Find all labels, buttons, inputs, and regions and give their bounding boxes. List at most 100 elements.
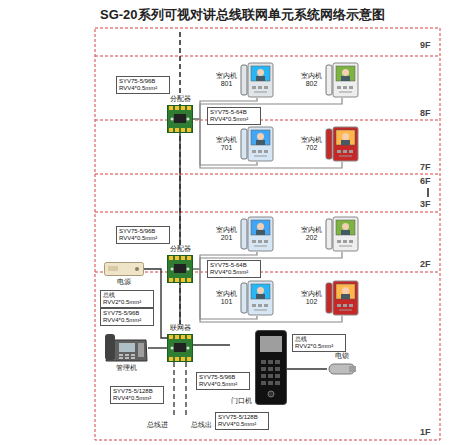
indoor-unit: 室内机802 (300, 62, 359, 98)
bus-in-wire (173, 362, 174, 416)
bus-cable (179, 133, 180, 245)
device-label: 202 (305, 234, 319, 242)
device-label: 802 (305, 80, 319, 88)
indoor-unit: 室内机701 (215, 126, 274, 162)
building-outline (95, 28, 440, 440)
text-group: 门口机 (230, 397, 253, 405)
bus-label: 总线进 (146, 420, 169, 430)
text-group: 电源 (116, 278, 132, 286)
indoor-unit: 室内机201 (215, 216, 274, 252)
text-group: 电锁 (334, 352, 350, 360)
indoor-unit: 室内机801 (215, 62, 274, 98)
mon-icon (325, 216, 359, 252)
cable-spec: SYV75-5/96B RVV4*0.5mm² (100, 308, 154, 326)
bus-cable (193, 119, 257, 165)
distributor-board: 分配器 (167, 245, 193, 283)
cable-spec: SYV75-5/96B RVV4*0.5mm² (116, 76, 170, 94)
mon-icon (325, 126, 359, 162)
bus-cable (193, 119, 342, 168)
floor-label: 7F (420, 162, 431, 172)
device-label: 201 (220, 234, 234, 242)
device-label: 电锁 (334, 352, 350, 360)
cable-spec: SYV75-5/128B RVV4*0.5mm² (215, 412, 269, 430)
device-label: 室内机 (300, 290, 323, 298)
pcb-icon (167, 255, 193, 283)
lock-icon (327, 362, 357, 376)
pcb-icon (167, 334, 193, 362)
device-label: 管理机 (115, 364, 138, 372)
floor-label: 3F (420, 199, 431, 209)
bus-cable (179, 283, 180, 324)
device-label: 102 (305, 298, 319, 306)
floor-break (427, 188, 429, 197)
power-supply: 电源 (104, 262, 144, 286)
panel-icon (255, 330, 287, 405)
management-unit: 管理机 (104, 332, 148, 372)
door-station: 门口机 (230, 330, 287, 405)
text-group: 室内机102 (300, 290, 323, 306)
mon-icon (240, 126, 274, 162)
device-label: 室内机 (215, 72, 238, 80)
indoor-unit: 室内机101 (215, 280, 274, 316)
mon-icon (240, 216, 274, 252)
floor-lines (95, 56, 440, 272)
text-group: 室内机801 (215, 72, 238, 88)
mon-icon (240, 280, 274, 316)
text-group: 室内机702 (300, 136, 323, 152)
cable-spec: SYV75-5-64B RVV4*0.5mm² (207, 260, 261, 278)
device-label: 室内机 (300, 72, 323, 80)
floor-label: 1F (420, 427, 431, 437)
indoor-unit: 室内机202 (300, 216, 359, 252)
electric-lock: 电锁 (327, 352, 357, 376)
bus-cable (287, 368, 327, 369)
text-group: 室内机701 (215, 136, 238, 152)
bus-label: 总线出 (190, 420, 213, 430)
cable-spec: 总线 RVV2*0.5mm² (100, 290, 154, 308)
cable-spec: SYV75-5-64B RVV4*0.5mm² (207, 107, 261, 125)
pcb-icon (167, 105, 193, 133)
network-adapter: 联网器 (167, 324, 193, 362)
text-group: 分配器 (169, 95, 192, 103)
text-group: 室内机202 (300, 226, 323, 242)
device-label: 801 (220, 80, 234, 88)
device-label: 分配器 (169, 95, 192, 103)
floor-label: 8F (420, 108, 431, 118)
device-label: 室内机 (300, 136, 323, 144)
bus-out-wire (185, 362, 186, 416)
bus-cable (193, 344, 230, 345)
cable-spec: SYV75-5/96B RVV4*0.5mm² (116, 226, 170, 244)
device-label: 101 (220, 298, 234, 306)
mon-icon (325, 62, 359, 98)
device-label: 联网器 (169, 324, 192, 332)
power-icon (104, 262, 144, 276)
indoor-unit: 室内机102 (300, 280, 359, 316)
indoor-unit: 室内机702 (300, 126, 359, 162)
mon-icon (325, 280, 359, 316)
device-label: 702 (305, 144, 319, 152)
device-label: 门口机 (230, 397, 253, 405)
mon-icon (240, 62, 274, 98)
device-label: 室内机 (300, 226, 323, 234)
device-label: 室内机 (215, 226, 238, 234)
text-group: 联网器 (169, 324, 192, 332)
distributor-board: 分配器 (167, 95, 193, 133)
device-label: 701 (220, 144, 234, 152)
text-group: 管理机 (115, 364, 138, 372)
floor-label: 9F (420, 40, 431, 50)
floor-label: 6F (420, 176, 431, 186)
bus-cable (148, 347, 167, 348)
cable-spec: 总线 RVV2*0.5mm² (292, 334, 346, 352)
text-group: 室内机101 (215, 290, 238, 306)
text-group: 室内机802 (300, 72, 323, 88)
diagram-title: SG-20系列可视对讲总线联网单元系统网络示意图 (100, 6, 385, 24)
device-label: 室内机 (215, 136, 238, 144)
device-label: 分配器 (169, 245, 192, 253)
floor-label: 2F (420, 259, 431, 269)
device-label: 室内机 (215, 290, 238, 298)
cable-spec: SYV75-5/128B RVV4*0.5mm² (110, 386, 164, 404)
text-group: 室内机201 (215, 226, 238, 242)
device-label: 电源 (116, 278, 132, 286)
text-group: 分配器 (169, 245, 192, 253)
